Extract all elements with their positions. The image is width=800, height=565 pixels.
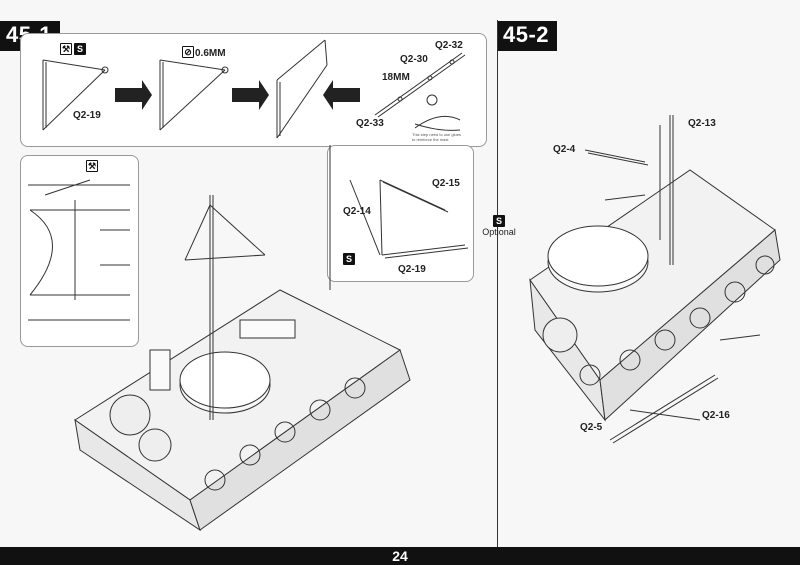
pliers-icon <box>414 94 461 131</box>
part-label-q2-15: Q2-15 <box>432 178 460 189</box>
part-label-q2-33: Q2-33 <box>356 118 384 129</box>
part-label-q2-19-inset: Q2-19 <box>398 264 426 275</box>
part-label-q2-5: Q2-5 <box>580 422 603 433</box>
part-label-q2-19: Q2-19 <box>73 110 101 121</box>
part-label-q2-14: Q2-14 <box>343 206 371 217</box>
glue-icon: ⚒ <box>86 160 98 172</box>
step-number-45-2: 45-2 <box>497 21 558 51</box>
part-label-q2-4: Q2-4 <box>553 144 576 155</box>
part-label-q2-30: Q2-30 <box>400 54 428 65</box>
optional-marker: S Optional <box>480 215 518 237</box>
page-number: 24 <box>392 548 408 564</box>
tank-hull-drawing-45-2 <box>529 115 781 444</box>
glue-icon: ⚒ <box>60 43 72 55</box>
inset-frame-drawing <box>349 179 469 259</box>
pin-detail-drawing <box>374 52 466 118</box>
mast-stage-1-drawing <box>42 59 109 131</box>
detail-inset-panel <box>20 155 139 347</box>
part-label-q2-16: Q2-16 <box>702 410 730 421</box>
page-footer <box>0 547 800 565</box>
optional-part-icon: S <box>343 253 355 265</box>
optional-part-icon: S <box>493 215 505 227</box>
drill-thickness-label: 0.6MM <box>195 48 226 59</box>
mast-stage-3-drawing <box>276 39 328 139</box>
mast-stage-2-drawing <box>159 59 229 131</box>
tank-hull-drawing-45-1 <box>74 145 411 532</box>
drill-icon: ⊘ <box>182 46 194 58</box>
length-label: 18MM <box>382 72 410 83</box>
glue-note: This step need to use glues to reinforce… <box>412 132 461 142</box>
process-arrows <box>115 80 360 110</box>
inset-structure-drawing <box>28 179 130 321</box>
optional-label: Optional <box>482 227 516 237</box>
page-divider <box>497 20 498 550</box>
part-label-q2-13: Q2-13 <box>688 118 716 129</box>
optional-part-icon: S <box>74 43 86 55</box>
part-label-q2-32: Q2-32 <box>435 40 463 51</box>
